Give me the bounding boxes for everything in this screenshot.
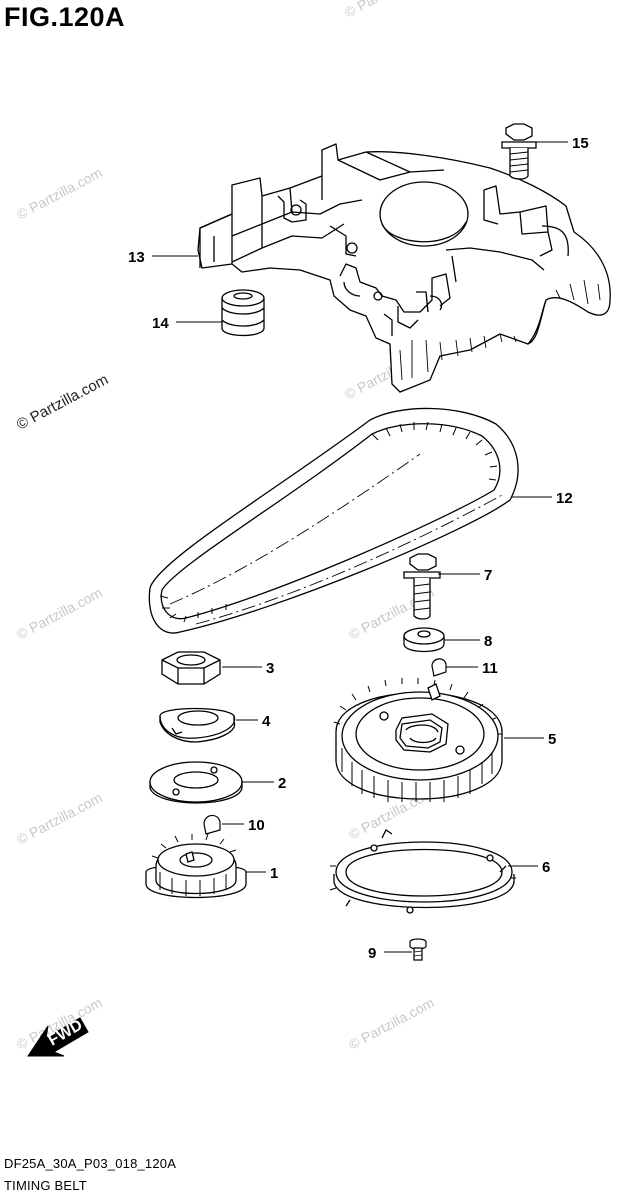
callout-12: 12 (556, 490, 573, 507)
callout-4: 4 (262, 713, 271, 730)
timing-belt-cover (197, 143, 611, 393)
bolt-15 (501, 123, 537, 180)
crankshaft-pulley-1 (145, 833, 247, 899)
callout-8: 8 (484, 633, 492, 650)
callout-13: 13 (128, 249, 145, 266)
fwd-arrow-icon (27, 1017, 89, 1057)
plate-4 (159, 707, 236, 743)
watermark-text: © Partzilla.com (14, 164, 105, 222)
callout-9: 9 (368, 945, 376, 962)
callout-2: 2 (278, 775, 286, 792)
washer-8 (403, 627, 445, 653)
callout-11: 11 (482, 660, 498, 677)
bolt-7 (403, 553, 441, 620)
callout-10: 10 (248, 817, 265, 834)
callout-3: 3 (266, 660, 274, 677)
key-10 (203, 814, 221, 835)
watermark-text: © Partzilla.com (14, 789, 105, 847)
callout-5: 5 (548, 731, 556, 748)
callout-labels: 15 13 14 12 7 8 11 3 4 5 2 10 6 1 9 (128, 135, 589, 962)
camshaft-pulley-5 (333, 678, 503, 802)
watermark-text: © Partzilla.com (346, 994, 437, 1052)
nut-3 (161, 651, 221, 685)
figure-caption: TIMING BELT (4, 1178, 87, 1193)
grommet-14 (221, 289, 265, 337)
callout-15: 15 (572, 135, 589, 152)
key-11 (431, 658, 447, 677)
callout-14: 14 (152, 315, 169, 332)
watermark-text: © Partzilla.com (14, 584, 105, 642)
belt-guide-6 (329, 829, 516, 914)
guide-plate-2 (149, 761, 243, 804)
timing-belt-12 (148, 407, 519, 634)
callout-7: 7 (484, 567, 492, 584)
callout-1: 1 (270, 865, 278, 882)
leader-lines (152, 141, 568, 953)
figure-title: FIG.120A (4, 2, 126, 32)
screw-9 (409, 938, 427, 961)
callout-6: 6 (542, 859, 550, 876)
figure-code: DF25A_30A_P03_018_120A (4, 1156, 177, 1171)
watermark-text-dark: © Partzilla.com (14, 371, 111, 433)
watermark-text: © Partzilla.com (342, 0, 433, 21)
